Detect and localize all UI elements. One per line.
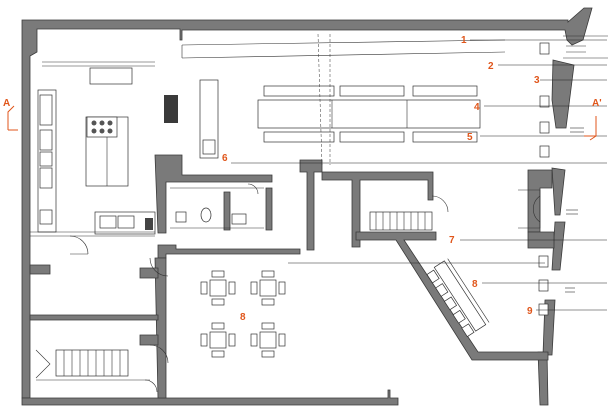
booth-tables (426, 258, 490, 338)
callout-labels: 1 2 3 4 5 6 7 8 8 9 (222, 35, 540, 323)
callout-7: 7 (449, 235, 455, 246)
section-marker-left: A (3, 98, 18, 131)
callout-8-room: 8 (240, 312, 246, 323)
four-seat-tables (200, 270, 286, 358)
inner-walls (29, 154, 549, 399)
callout-9: 9 (527, 306, 533, 317)
four-seat-table (200, 322, 236, 358)
callout-6: 6 (222, 153, 228, 164)
callout-8-booth: 8 (472, 279, 478, 290)
callout-3: 3 (534, 75, 540, 86)
section-label-left: A (3, 98, 10, 109)
wall-fixtures-right (538, 35, 608, 316)
callout-4: 4 (474, 102, 480, 113)
four-seat-table (250, 322, 286, 358)
entrance-door (518, 189, 541, 229)
section-marker-right: A' (584, 98, 602, 141)
callout-1: 1 (461, 35, 467, 46)
bar-counter (164, 39, 506, 159)
kitchen-fixtures (30, 61, 156, 255)
doors-lower (144, 257, 169, 393)
dining-tables (257, 33, 481, 166)
callout-5: 5 (467, 132, 473, 143)
section-label-right: A' (592, 98, 602, 109)
stairs (35, 195, 449, 381)
callout-2: 2 (488, 61, 494, 72)
four-seat-table (250, 270, 286, 306)
four-seat-table (200, 270, 236, 306)
toilets (170, 183, 264, 229)
